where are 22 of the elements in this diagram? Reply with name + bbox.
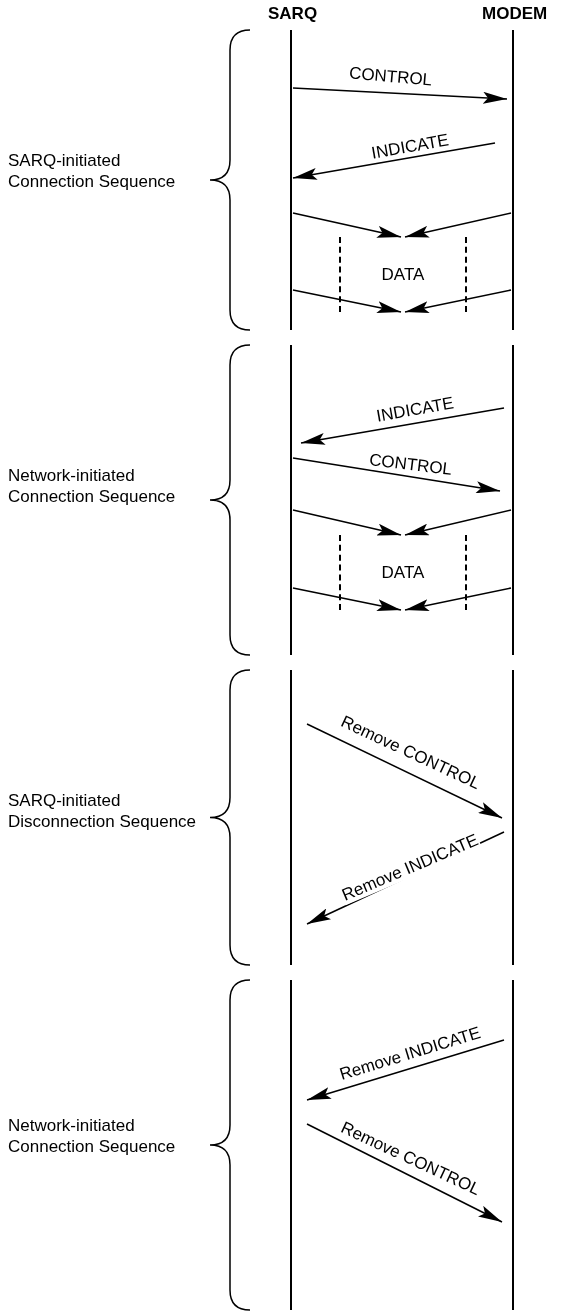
group-label: SARQ-initiated Disconnection Sequence [8, 790, 198, 832]
arrow [292, 457, 501, 494]
arrow [292, 587, 402, 612]
arrow [306, 1123, 503, 1223]
arrow [404, 289, 512, 313]
arrow [404, 212, 512, 238]
arrow [306, 723, 503, 819]
arrow [306, 1039, 505, 1101]
arrow [292, 212, 402, 238]
data-box: DATA [339, 237, 467, 312]
participant-label: MODEM [482, 4, 544, 24]
arrow [292, 289, 402, 314]
group-label: SARQ-initiated Connection Sequence [8, 150, 177, 192]
arrow [292, 509, 402, 536]
group-label: Network-initiated Connection Sequence [8, 465, 177, 507]
arrow [404, 587, 512, 611]
group-label: Network-initiated Connection Sequence [8, 1115, 177, 1157]
arrow [292, 142, 496, 180]
data-box: DATA [339, 535, 467, 610]
arrow [292, 87, 508, 104]
arrow [404, 509, 512, 536]
arrow [300, 407, 505, 445]
